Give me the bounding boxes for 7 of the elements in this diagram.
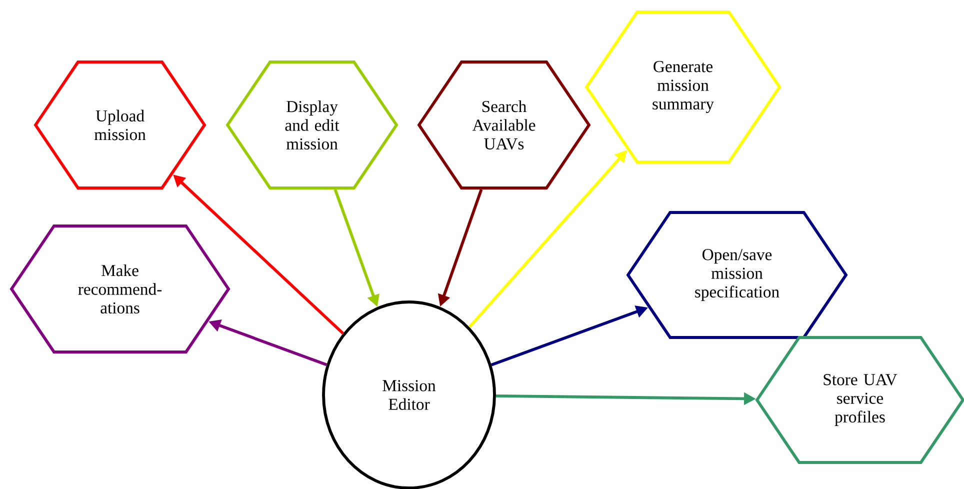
hexagon-node: Upload mission	[34, 60, 206, 190]
hexagon-node: Generate mission summary	[584, 10, 782, 164]
hexagon-node: Search Available UAVs	[417, 60, 591, 190]
hexagon-node: Display and edit mission	[226, 60, 398, 190]
hexagon-node: Store UAV service profiles	[755, 336, 964, 464]
hexagon-node: Make recommend-ations	[10, 224, 230, 354]
hexagon-node: Open/save mission specification	[626, 211, 848, 339]
